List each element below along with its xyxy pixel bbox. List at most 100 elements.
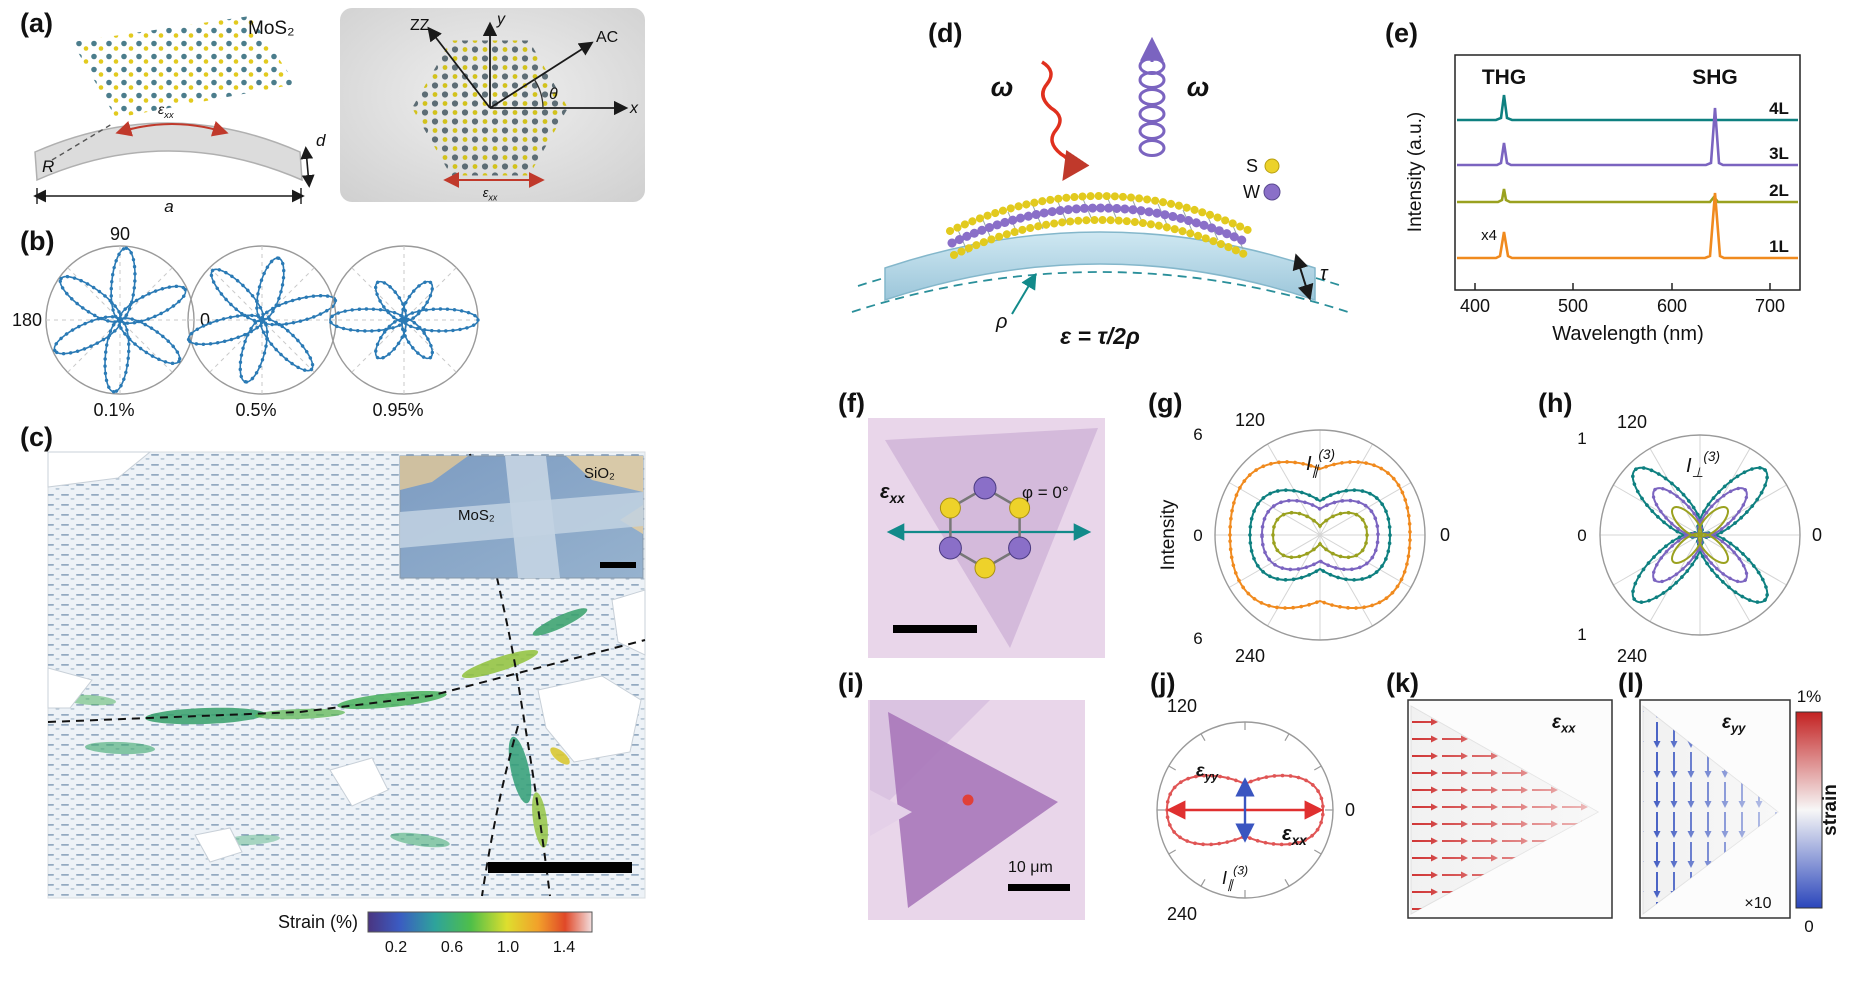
panel-e: (e) THG SHG 4L 3L 2L 1L x4 400 500 600 7… — [1385, 18, 1801, 345]
x-tick-700: 700 — [1755, 296, 1785, 316]
panel-l-label: (l) — [1618, 668, 1643, 698]
strain-value-label: 0.5% — [235, 400, 276, 420]
colorbar-max-label: 1% — [1797, 687, 1822, 706]
axis-x-label: x — [629, 100, 639, 117]
panel-g: (g) Intensity 6 0 6 120 0 240 I∥(3) — [1148, 388, 1450, 666]
parallel-shg-curves — [1228, 460, 1412, 610]
sulfur-bottom-row — [950, 216, 1250, 259]
spectra-plot-frame — [1454, 54, 1801, 291]
shg-label: SHG — [1692, 66, 1738, 89]
panel-c-label: (c) — [20, 422, 53, 452]
panel-d-label: (d) — [928, 18, 962, 48]
axis-ac-label: AC — [596, 29, 618, 46]
inset-material-label: MoS₂ — [458, 507, 495, 524]
angle-120-label: 120 — [1235, 410, 1265, 430]
angle-120-label: 120 — [1617, 412, 1647, 432]
thg-label: THG — [1482, 66, 1526, 89]
polar-180-label: 180 — [12, 310, 42, 330]
panel-d: (d) ω — [851, 18, 1349, 349]
panel-e-label: (e) — [1385, 18, 1418, 48]
intensity-perpendicular-annotation: I⊥(3) — [1686, 449, 1720, 480]
panel-f: (f) εxx φ = 0° — [838, 388, 1105, 658]
axis-zz-arrow — [427, 26, 491, 109]
spectrum-4L — [1457, 94, 1798, 122]
inset-substrate-label: SiO₂ — [584, 465, 615, 482]
w-atom — [1008, 536, 1032, 560]
axis-zz-label: ZZ — [410, 17, 430, 34]
intensity-parallel-annotation: I∥(3) — [1306, 447, 1335, 478]
colorbar-tick: 0.6 — [441, 939, 463, 956]
flake-notch — [870, 790, 912, 836]
panel-j: (j) 120 0 240 εyy εxx I∥(3) — [1150, 668, 1355, 924]
axis-ac-arrow — [489, 41, 594, 109]
perpendicular-shg-lobes — [1631, 466, 1769, 604]
polar-grid — [1156, 721, 1334, 899]
panel-i: (i) 10 μm — [838, 668, 1085, 920]
panel-j-label: (j) — [1150, 668, 1175, 698]
tungsten-atom-icon — [1263, 183, 1281, 201]
x-tick-500: 500 — [1558, 296, 1588, 316]
omega-in-label: ω — [991, 72, 1014, 102]
y-axis-label: Intensity (a.u.) — [1405, 112, 1426, 232]
series-label-4L: 4L — [1769, 99, 1789, 118]
radial-axis-label: Intensity — [1158, 499, 1179, 570]
laser-spot — [962, 794, 974, 806]
strain-equation: ε = τ/2ρ — [1060, 323, 1140, 349]
strain-exx-label-2: εxx — [483, 185, 498, 203]
angle-120-label: 120 — [1167, 696, 1197, 716]
angle-ticks — [1157, 722, 1333, 898]
panel-i-label: (i) — [838, 668, 863, 698]
lattice-orientation-schematic: y x AC ZZ θ εxx — [340, 8, 645, 203]
strain-exx-arrow — [115, 121, 229, 137]
optical-inset: MoS₂ SiO₂ — [399, 455, 644, 579]
inset-flake-ribbon-h — [400, 492, 643, 548]
s-atom — [1009, 497, 1031, 519]
scale-bar-label: 10 μm — [1008, 859, 1053, 876]
panel-h: (h) 1 0 1 120 0 240 — [1538, 388, 1822, 666]
polar-plot-b2: 0.5% — [186, 245, 338, 420]
spectrum-1L — [1457, 192, 1798, 260]
rho-pointer-arrow — [1011, 272, 1037, 315]
colorbar-tick: 1.0 — [497, 939, 519, 956]
panel-c: (c) — [20, 422, 646, 956]
flake-holes — [47, 451, 646, 863]
panel-b-label: (b) — [20, 226, 54, 256]
panel-a: (a) MoS₂ εxx R d a y x AC — [20, 8, 645, 216]
strain-colorbar-vertical: 1% 0 strain — [1795, 687, 1841, 936]
spectrum-3L — [1457, 107, 1798, 167]
colorbar-label: Strain (%) — [278, 912, 358, 932]
radius-leader-line — [51, 123, 113, 161]
colorbar-gradient — [1795, 711, 1823, 909]
strain-exx-label: εxx — [1552, 712, 1576, 736]
legend-w-label: W — [1243, 182, 1260, 202]
bent-substrate-schematic: MoS₂ εxx R d a — [33, 16, 326, 216]
center-dot — [117, 317, 123, 323]
inset-substrate-patch-1 — [400, 456, 468, 490]
s-atom — [974, 557, 996, 579]
rtick-mid: 0 — [1577, 526, 1586, 545]
width-label: a — [164, 197, 173, 216]
inset-scale-bar — [600, 562, 636, 568]
strain-exx-label: εxx — [158, 101, 175, 121]
panel-k-label: (k) — [1386, 668, 1419, 698]
colorbar-gradient — [367, 911, 593, 933]
bent-ws2-schematic: ω ω S W ρ τ ε = τ/2ρ — [851, 36, 1349, 349]
panel-h-label: (h) — [1538, 388, 1572, 418]
atom-legend: S W — [1243, 156, 1281, 202]
series-label-3L: 3L — [1769, 144, 1789, 163]
x-tick-400: 400 — [1460, 296, 1490, 316]
angle-0-label: 0 — [1345, 800, 1355, 820]
center-dot — [259, 317, 265, 323]
radius-label: R — [42, 157, 54, 176]
panel-f-label: (f) — [838, 388, 865, 418]
tau-thickness-arrow — [1292, 253, 1314, 301]
s-atom — [939, 497, 961, 519]
bent-substrate — [884, 231, 1316, 302]
strain-value-label: 0.95% — [372, 400, 423, 420]
mos2-lattice-sheet — [72, 16, 296, 118]
legend-s-label: S — [1246, 156, 1258, 176]
polar-90-label: 90 — [110, 224, 130, 244]
polar-grid — [1214, 429, 1426, 641]
sulfur-top-row — [946, 192, 1254, 235]
